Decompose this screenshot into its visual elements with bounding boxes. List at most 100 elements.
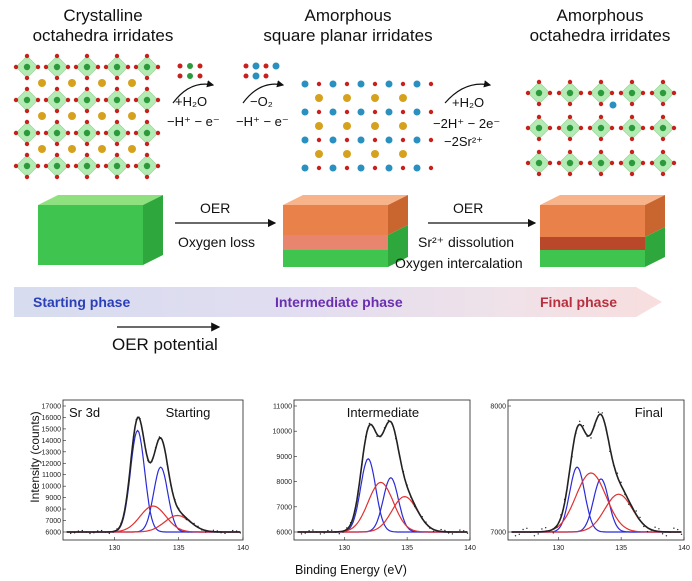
o-atom — [95, 130, 101, 136]
x-tick-label: 135 — [615, 545, 627, 552]
sr-atom — [399, 150, 407, 158]
o-atom — [13, 97, 19, 103]
y-tick-label: 10000 — [273, 429, 293, 436]
o-atom — [536, 171, 542, 177]
o-atom — [125, 64, 131, 70]
data-point — [406, 484, 408, 486]
o-atom — [84, 108, 90, 114]
ir-atom — [628, 124, 636, 132]
xps-plot-starting: 1700016000150001400013000120001100010000… — [42, 399, 249, 552]
o-atom — [629, 79, 635, 85]
data-point — [100, 529, 103, 532]
o-atom — [35, 163, 41, 169]
ir-atom — [597, 159, 605, 167]
o-atom — [24, 86, 30, 92]
o-atom — [618, 160, 624, 166]
phase-final: Final phase — [540, 294, 618, 310]
data-point — [357, 493, 359, 495]
o-atom — [13, 130, 19, 136]
slab-starting — [38, 195, 163, 265]
data-point — [552, 532, 554, 534]
o-atom — [536, 136, 542, 142]
slab-final — [540, 195, 665, 267]
data-point — [319, 533, 322, 535]
o-atom — [649, 160, 655, 166]
o-atom — [629, 101, 635, 107]
data-point — [228, 531, 230, 533]
y-tick-label: 12000 — [42, 461, 62, 468]
data-point — [545, 527, 547, 529]
o-atom — [114, 86, 120, 92]
data-point — [147, 460, 149, 462]
data-point — [178, 507, 180, 510]
sr-atom — [399, 94, 407, 102]
data-point — [661, 533, 664, 535]
data-point — [529, 531, 532, 533]
y-tick-label: 11000 — [273, 404, 292, 411]
o-atom — [428, 165, 434, 171]
o-atom — [556, 90, 562, 96]
data-point — [104, 531, 107, 533]
data-point — [597, 411, 600, 413]
sr-atom — [315, 94, 323, 102]
o-atom — [428, 137, 434, 143]
slab-intermediate — [283, 195, 408, 267]
data-point — [548, 530, 551, 532]
data-point — [594, 425, 596, 427]
oer-potential-arrow — [117, 322, 221, 332]
o-atom — [73, 163, 79, 169]
y-tick-label: 7000 — [45, 518, 61, 525]
ir-atom — [628, 89, 636, 97]
o-atom — [155, 163, 161, 169]
sr-atom — [68, 145, 76, 153]
ir-atom — [329, 164, 337, 172]
data-point — [216, 530, 218, 532]
o-atom — [54, 119, 60, 125]
data-point — [643, 525, 645, 528]
data-point — [560, 514, 562, 516]
fit-component — [297, 458, 468, 533]
sr-atom — [38, 79, 46, 87]
ir-atom — [113, 96, 121, 104]
data-point — [402, 471, 405, 473]
data-point — [353, 512, 355, 514]
data-point — [135, 418, 137, 421]
ir-atom — [385, 164, 393, 172]
o-atom — [372, 109, 378, 115]
o-atom — [344, 165, 350, 171]
data-point — [77, 530, 80, 532]
ir-atom — [628, 159, 636, 167]
curved-arrows — [172, 80, 492, 104]
x-tick-label: 135 — [173, 545, 185, 552]
o-atom — [400, 165, 406, 171]
ir-atom — [23, 63, 31, 71]
data-point — [170, 484, 172, 487]
o-atom — [103, 97, 109, 103]
data-point — [601, 412, 603, 414]
o-atom — [587, 160, 593, 166]
crystalline-structure — [13, 53, 161, 180]
data-point — [89, 532, 91, 535]
o-atom — [660, 101, 666, 107]
plot-frame — [62, 399, 244, 541]
ir-atom — [83, 96, 91, 104]
data-point — [380, 436, 382, 438]
data-point — [444, 529, 446, 532]
o-atom — [43, 64, 49, 70]
data-point — [537, 533, 539, 535]
o-atom — [618, 90, 624, 96]
ir-atom — [23, 96, 31, 104]
panel-label: Intermediate — [347, 405, 419, 420]
sr-atom — [399, 122, 407, 130]
o-atom — [598, 149, 604, 155]
o-atom — [35, 64, 41, 70]
data-point — [631, 507, 634, 510]
data-point — [342, 531, 344, 533]
o-atom — [95, 163, 101, 169]
data-point — [429, 527, 431, 529]
data-point — [239, 532, 242, 534]
ir-atom — [566, 124, 574, 132]
data-point — [93, 532, 95, 534]
data-point — [235, 530, 238, 532]
o-atom — [125, 97, 131, 103]
